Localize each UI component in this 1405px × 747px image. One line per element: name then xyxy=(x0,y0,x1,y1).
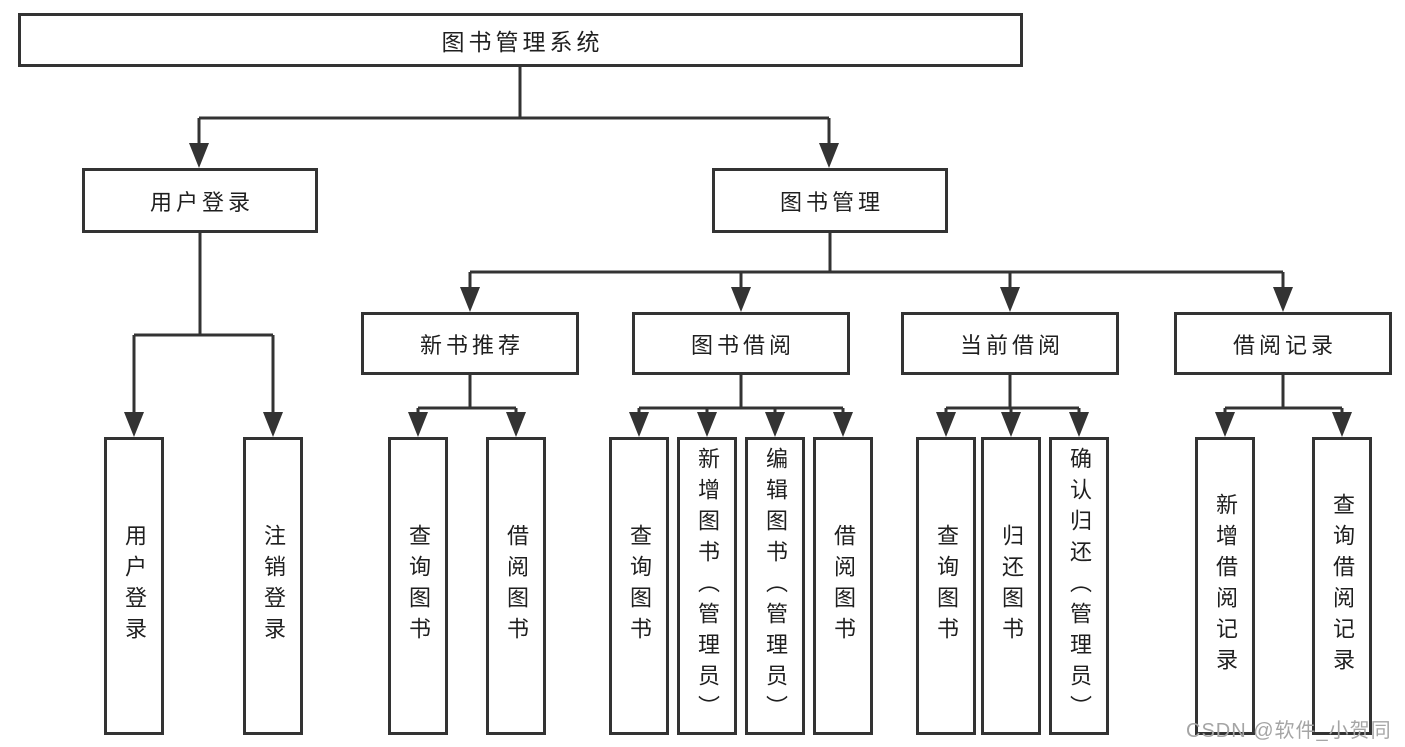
leaf-query-books-borrowing: 查询图书 xyxy=(609,437,669,735)
leaf-query-books-current: 查询图书 xyxy=(916,437,976,735)
leaf-query-borrow-record: 查询借阅记录 xyxy=(1312,437,1372,735)
node-book-management: 图书管理 xyxy=(712,168,948,233)
leaf-borrow-books-recommend: 借阅图书 xyxy=(486,437,546,735)
leaf-query-books-recommend: 查询图书 xyxy=(388,437,448,735)
node-new-book-recommendation: 新书推荐 xyxy=(361,312,579,375)
leaf-logout: 注销登录 xyxy=(243,437,303,735)
watermark: CSDN @软件_小贺同学 xyxy=(1186,720,1392,742)
leaf-add-books-admin: 新增图书（管理员） xyxy=(677,437,737,735)
leaf-borrow-books-borrowing: 借阅图书 xyxy=(813,437,873,735)
node-book-borrowing: 图书借阅 xyxy=(632,312,850,375)
node-current-borrowing: 当前借阅 xyxy=(901,312,1119,375)
leaf-user-login: 用户登录 xyxy=(104,437,164,735)
leaf-edit-books-admin: 编辑图书（管理员） xyxy=(745,437,805,735)
leaf-add-borrow-record: 新增借阅记录 xyxy=(1195,437,1255,735)
leaf-return-books: 归还图书 xyxy=(981,437,1041,735)
node-user-login: 用户登录 xyxy=(82,168,318,233)
leaf-confirm-return-admin: 确认归还（管理员） xyxy=(1049,437,1109,735)
node-borrowing-records: 借阅记录 xyxy=(1174,312,1392,375)
node-library-system: 图书管理系统 xyxy=(18,13,1023,67)
